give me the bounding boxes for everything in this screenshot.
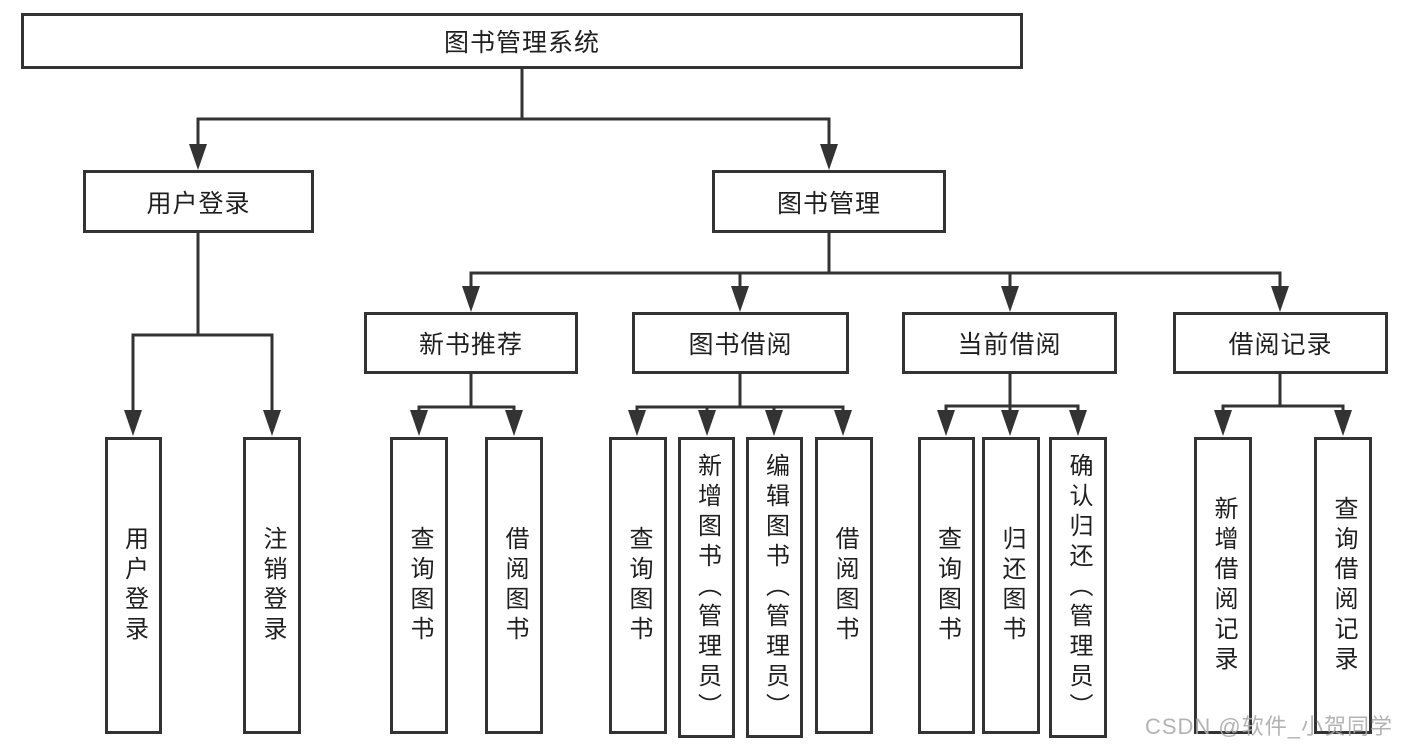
leaf-query-borrow-record: 查询借阅记录 — [1314, 437, 1372, 734]
node-current-borrowing-label: 当前借阅 — [957, 331, 1062, 359]
node-book-borrowing: 图书借阅 — [632, 312, 849, 374]
leaf-logout-label: 注销登录 — [259, 525, 286, 646]
node-user-login-label: 用户登录 — [146, 189, 251, 218]
leaf-query-book-borrowing-label: 查询图书 — [625, 525, 652, 646]
leaf-borrow-book-borrowing: 借阅图书 — [815, 437, 873, 734]
node-borrow-records-label: 借阅记录 — [1228, 331, 1333, 359]
leaf-user-login: 用户登录 — [105, 437, 162, 734]
leaf-logout: 注销登录 — [243, 437, 301, 734]
leaf-confirm-return-admin: 确认归还（管理员） — [1049, 437, 1107, 738]
leaf-add-borrow-record: 新增借阅记录 — [1194, 437, 1252, 734]
node-user-login: 用户登录 — [83, 170, 314, 233]
node-book-borrowing-label: 图书借阅 — [688, 331, 793, 359]
leaf-edit-book-admin-label: 编辑图书（管理员） — [761, 452, 789, 723]
leaf-query-book-current: 查询图书 — [918, 437, 975, 734]
leaf-borrow-book-recommend: 借阅图书 — [485, 437, 543, 734]
leaf-query-borrow-record-label: 查询借阅记录 — [1330, 495, 1357, 676]
leaf-borrow-book-borrowing-label: 借阅图书 — [831, 525, 858, 646]
leaf-return-book-label: 归还图书 — [998, 525, 1025, 646]
leaf-return-book: 归还图书 — [982, 437, 1040, 734]
leaf-query-book-current-label: 查询图书 — [933, 525, 961, 646]
node-current-borrowing: 当前借阅 — [902, 312, 1117, 374]
node-new-book-recommend: 新书推荐 — [364, 312, 578, 374]
node-book-management-label: 图书管理 — [776, 189, 881, 218]
leaf-confirm-return-admin-label: 确认归还（管理员） — [1065, 452, 1092, 723]
leaf-add-borrow-record-label: 新增借阅记录 — [1210, 495, 1237, 676]
leaf-add-book-admin-label: 新增图书（管理员） — [693, 452, 721, 723]
node-new-book-recommend-label: 新书推荐 — [418, 331, 523, 359]
csdn-watermark: CSDN @软件_小贺同学 — [1144, 714, 1393, 739]
node-root-system: 图书管理系统 — [21, 13, 1023, 69]
arrowheads — [124, 144, 1352, 436]
leaf-borrow-book-recommend-label: 借阅图书 — [501, 525, 528, 646]
leaf-query-book-borrowing: 查询图书 — [609, 437, 667, 734]
leaf-edit-book-admin: 编辑图书（管理员） — [746, 437, 803, 738]
leaf-query-book-recommend-label: 查询图书 — [406, 525, 433, 646]
node-root-label: 图书管理系统 — [443, 29, 600, 57]
node-borrow-records: 借阅记录 — [1173, 312, 1388, 374]
node-book-management: 图书管理 — [712, 170, 946, 233]
leaf-add-book-admin: 新增图书（管理员） — [678, 437, 735, 738]
leaf-user-login-label: 用户登录 — [120, 525, 148, 646]
leaf-query-book-recommend: 查询图书 — [390, 437, 448, 734]
